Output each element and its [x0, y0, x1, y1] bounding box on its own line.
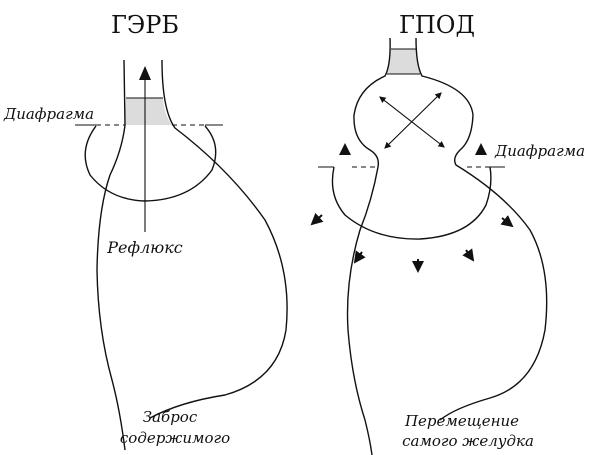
gerd-diaphragm-label: Диафрагма	[3, 105, 94, 123]
reflux-arrow-up-icon	[139, 66, 151, 80]
gerd-caption-line1: Заброс	[143, 408, 198, 426]
gerd-sphincter-zone	[125, 98, 172, 125]
gerd-diagram: ГЭРБ Диафрагма Рефлюкс Заброс содержимог…	[3, 11, 288, 451]
displacement-arrows	[310, 143, 514, 273]
gerd-caption-line2: содержимого	[120, 429, 230, 447]
hernia-diaphragm-sac	[331, 166, 492, 240]
gerd-title: ГЭРБ	[111, 11, 179, 39]
gerd-stomach-left-wall	[96, 59, 126, 451]
hernia-sphincter-edges	[387, 48, 420, 75]
reflux-label: Рефлюкс	[106, 238, 183, 257]
gerd-diaphragm-sac	[84, 125, 217, 202]
hernia-diaphragm-label: Диафрагма	[494, 142, 585, 160]
arrow-down-right-1-icon	[500, 215, 514, 228]
arrow-down-right-2-icon	[462, 248, 475, 262]
hernia-title: ГПОД	[399, 11, 475, 39]
arrow-down-left-2-icon	[353, 250, 366, 264]
hernia-caption-line1: Перемещение	[404, 412, 519, 430]
expansion-arrow-2-icon	[384, 92, 442, 149]
hernia-stomach-left-wall	[346, 37, 391, 455]
arrow-down-left-1-icon	[310, 212, 324, 226]
gerd-stomach-right-wall	[149, 59, 288, 419]
hiatal-hernia-diagram: ГПОД Диафрагма Перемещение самого желудк…	[310, 11, 585, 455]
hernia-caption-line2: самого желудка	[402, 432, 534, 450]
hernia-sphincter-zone	[387, 49, 420, 74]
hernia-stomach-right-wall	[415, 37, 548, 421]
